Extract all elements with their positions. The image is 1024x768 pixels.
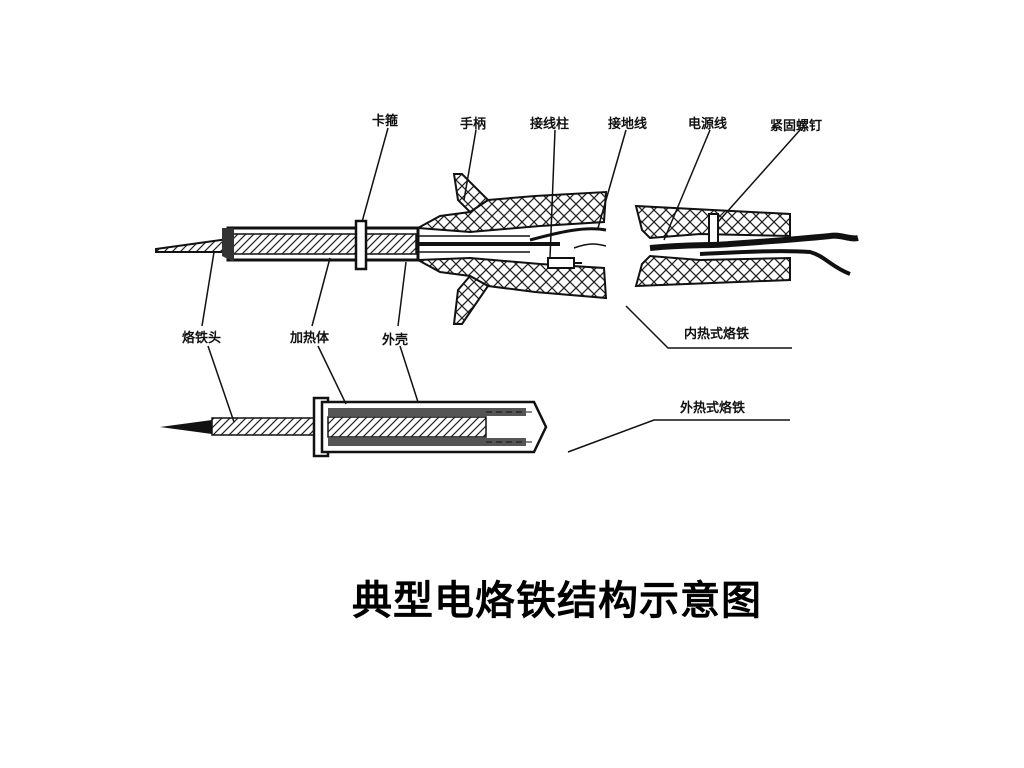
- label-tip: 烙铁头: [182, 330, 221, 346]
- labels: 卡箍 手柄 接线柱 接地线 电源线 紧固螺钉 烙铁头 加热体 外壳 内热式烙铁 …: [182, 113, 822, 416]
- external-iron-drawing: [160, 396, 548, 458]
- label-set-screw: 紧固螺钉: [770, 118, 822, 134]
- label-clip: 卡箍: [372, 113, 398, 129]
- label-heater: 加热体: [289, 330, 330, 346]
- external-tip-shape: [160, 420, 212, 434]
- clip-shape: [354, 219, 368, 271]
- label-internal-type: 内热式烙铁: [684, 326, 749, 342]
- label-ground-wire: 接地线: [608, 116, 647, 132]
- diagram-caption: 典型电烙铁结构示意图: [352, 577, 762, 624]
- internal-iron-drawing: [155, 173, 859, 325]
- label-handle: 手柄: [460, 116, 486, 132]
- rear-grip-lower-shape: [634, 254, 791, 288]
- internal-tip-shape: [155, 237, 229, 253]
- label-shell: 外壳: [381, 332, 408, 348]
- handle-upper-shape: [414, 190, 608, 234]
- label-terminal-post: 接线柱: [530, 116, 569, 132]
- power-cord-shape: [649, 232, 859, 251]
- external-heater-shape: [327, 416, 487, 438]
- label-external-type: 外热式烙铁: [679, 400, 745, 416]
- leader-lines: [201, 127, 801, 453]
- label-power-cord: 电源线: [688, 116, 727, 132]
